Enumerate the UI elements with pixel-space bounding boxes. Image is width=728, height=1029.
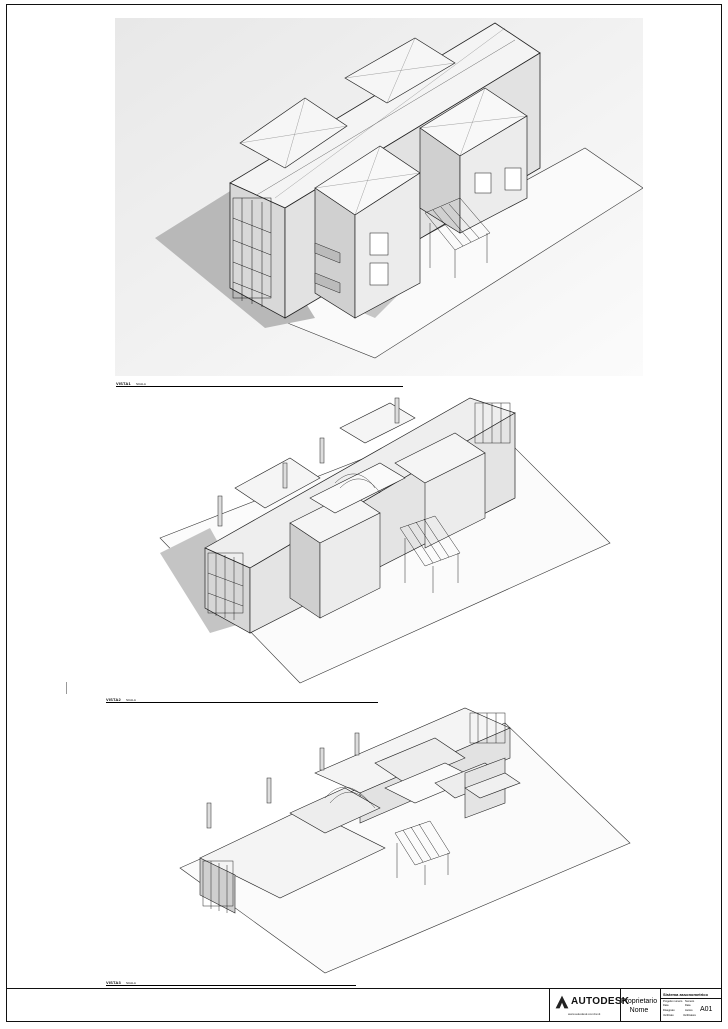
field-label-project-number: Progetto numero	[663, 1000, 683, 1003]
view-3-scale: SCALA	[126, 981, 136, 985]
autodesk-url: www.autodesk.com/revit	[568, 1012, 601, 1016]
project-title: Sistema assonometrico	[663, 992, 708, 997]
owner-name: Proprietario Nome	[620, 998, 658, 1014]
field-value-checked-by: Verificatore	[683, 1014, 696, 1017]
title-block-info-cell	[660, 989, 722, 1022]
title-block	[6, 988, 722, 1022]
view-2-label: VISTA2	[106, 697, 121, 702]
view-2-scale: SCALA	[126, 698, 136, 702]
view-1-underline	[116, 386, 403, 387]
view-2-underline	[106, 702, 378, 703]
view-1-axonometric	[115, 18, 643, 376]
sheet-border	[6, 4, 722, 1022]
title-block-divider	[660, 998, 722, 999]
view-3-drawing	[179, 707, 631, 974]
field-label-checked-by: Verificato	[663, 1014, 674, 1017]
margin-tick	[66, 682, 67, 694]
view-3-label: VISTA3	[106, 980, 121, 985]
field-value-project-number: Numero	[685, 1000, 695, 1003]
view-2-axonometric	[150, 388, 620, 693]
autodesk-logo-icon	[555, 995, 569, 1009]
title-block-owner-cell	[620, 989, 660, 1022]
view-2-drawing	[159, 397, 611, 684]
view-1-scale: SCALA	[136, 382, 146, 386]
view-1-label: VISTA1	[116, 381, 131, 386]
field-label-date: Data	[663, 1004, 669, 1007]
field-label-drawn-by: Disegnato	[663, 1009, 675, 1012]
field-value-drawn-by: Autore	[685, 1009, 693, 1012]
view-3-axonometric	[175, 703, 635, 978]
title-block-logo-cell	[549, 989, 621, 1022]
view-3-underline	[106, 985, 356, 986]
sheet-number: A01	[700, 1006, 713, 1013]
view-1-drawing	[115, 18, 643, 376]
field-value-date: Data	[685, 1004, 691, 1007]
autodesk-logo-text: AUTODESK	[571, 996, 630, 1007]
